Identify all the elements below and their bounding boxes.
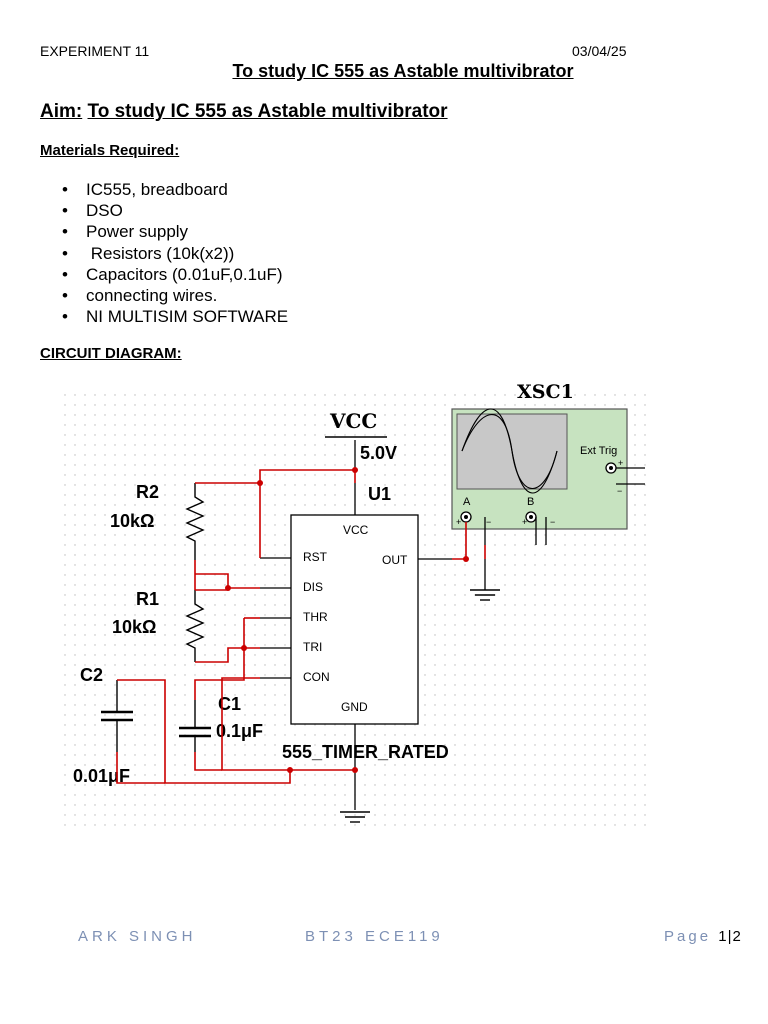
r2-reference: R2	[136, 482, 159, 502]
footer-page-number: Page 1|2	[664, 928, 742, 945]
ground-symbol-main	[340, 811, 370, 823]
c2-value: 0.01μF	[73, 766, 130, 786]
channel-b-minus: −	[550, 517, 555, 527]
sine-wave-b	[461, 414, 558, 490]
list-item: IC555, breadboard	[62, 179, 288, 200]
pin-tri-label: TRI	[303, 640, 322, 654]
ic-reference: U1	[368, 484, 391, 504]
r1-reference: R1	[136, 589, 159, 609]
scope-label: XSC1	[517, 381, 574, 403]
list-item: connecting wires.	[62, 285, 288, 306]
capacitor-c1	[179, 700, 211, 752]
capacitor-c2	[101, 680, 133, 752]
materials-list: IC555, breadboard DSO Power supply Resis…	[62, 179, 288, 328]
pin-gnd-label: GND	[341, 700, 368, 714]
experiment-date: 03/04/25	[572, 43, 627, 59]
r1-value: 10kΩ	[112, 617, 156, 637]
junction-dots	[225, 467, 469, 773]
page-total: 2	[732, 928, 742, 945]
c1-value: 0.1μF	[216, 721, 263, 741]
aim-line: Aim: To study IC 555 as Astable multivib…	[40, 101, 448, 123]
pin-rst-label: RST	[303, 550, 328, 564]
channel-a-terminal-dot	[464, 515, 468, 519]
ground-symbol-output	[470, 589, 500, 601]
pin-thr-label: THR	[303, 610, 328, 624]
footer-roll-number: BT23 ECE119	[305, 928, 444, 945]
r2-value: 10kΩ	[110, 511, 154, 531]
channel-a-minus: −	[486, 517, 491, 527]
ext-trig-terminal-dot	[609, 466, 613, 470]
red-wires	[116, 469, 486, 784]
experiment-label: EXPERIMENT 11	[40, 43, 150, 59]
scope-black-wires	[484, 467, 645, 545]
page-current: 1	[718, 928, 728, 945]
pin-wires	[260, 440, 486, 810]
pin-out-label: OUT	[382, 553, 408, 567]
list-item: DSO	[62, 200, 288, 221]
footer-author-name: ARK SINGH	[78, 928, 197, 945]
resistor-r1	[185, 590, 205, 662]
c2-reference: C2	[80, 665, 103, 685]
pin-dis-label: DIS	[303, 580, 323, 594]
materials-heading: Materials Required:	[40, 142, 180, 159]
ic-part-name: 555_TIMER_RATED	[282, 742, 449, 762]
aim-label: Aim:	[40, 101, 83, 122]
resistor-r2	[185, 483, 205, 560]
circuit-diagram: XSC1 Ext Trig + − A B + − + − VCC 5.0V U…	[62, 381, 648, 834]
pin-vcc-label: VCC	[343, 523, 369, 537]
ic-555-body	[290, 514, 419, 725]
circuit-heading: CIRCUIT DIAGRAM:	[40, 345, 182, 362]
vcc-label: VCC	[329, 409, 377, 433]
pin-con-label: CON	[303, 670, 330, 684]
channel-b-plus: +	[522, 517, 527, 527]
scope-channel-b-label: B	[527, 496, 534, 508]
ext-trig-minus: −	[617, 486, 622, 496]
ext-trig-plus: +	[618, 458, 623, 468]
page-word: Page	[664, 928, 712, 945]
list-item: NI MULTISIM SOFTWARE	[62, 306, 288, 327]
list-item: Capacitors (0.01uF,0.1uF)	[62, 264, 288, 285]
list-item: Resistors (10k(x2))	[62, 243, 288, 264]
document-title: To study IC 555 as Astable multivibrator	[232, 61, 574, 81]
aim-text: To study IC 555 as Astable multivibrator	[87, 101, 448, 122]
vcc-value: 5.0V	[360, 443, 397, 463]
page-separator: |	[727, 928, 733, 945]
c1-reference: C1	[218, 694, 241, 714]
scope-channel-a-label: A	[463, 496, 471, 508]
scope-ext-trig-label: Ext Trig	[580, 445, 617, 457]
channel-a-plus: +	[456, 517, 461, 527]
channel-b-terminal-dot	[529, 515, 533, 519]
list-item: Power supply	[62, 221, 288, 242]
